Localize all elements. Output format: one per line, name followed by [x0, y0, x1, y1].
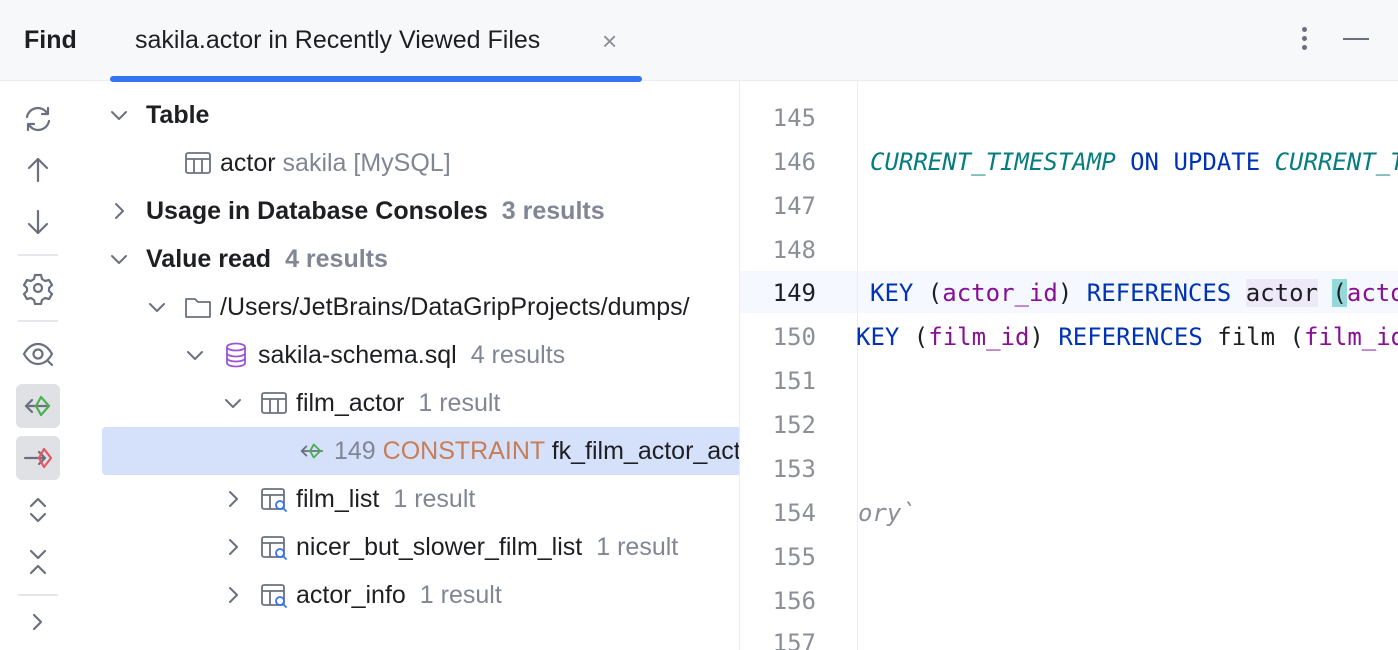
chevron-down-icon[interactable] [218, 379, 248, 427]
find-toolbar [0, 81, 76, 650]
code-line-149: KEY (actor_id) REFERENCES actor (actor_i… [870, 279, 1398, 307]
chevron-down-icon[interactable] [104, 235, 134, 283]
line-number: 150 [772, 323, 816, 351]
tree-node-film-actor[interactable]: film_actor 1 result [76, 379, 739, 427]
minimize-icon[interactable] [1343, 38, 1369, 40]
gutter-separator [857, 81, 858, 650]
database-file-icon [226, 342, 246, 368]
file-name: sakila-schema.sql [258, 341, 457, 369]
more-options-icon[interactable] [1290, 24, 1318, 56]
tree-node-usage-line[interactable]: 149 CONSTRAINT fk_film_actor_actor [102, 427, 739, 475]
line-number: 147 [772, 192, 816, 220]
chevron-right-icon[interactable] [104, 187, 134, 235]
table-name: actor [220, 149, 276, 177]
result-count: 4 results [470, 341, 566, 369]
line-number: 149 [334, 437, 376, 465]
line-number: 153 [772, 455, 816, 483]
tree-node-nicer-film-list[interactable]: nicer_but_slower_film_list 1 result [76, 523, 739, 571]
view-name: film_list [296, 485, 380, 513]
toolbar-separator [18, 594, 58, 596]
tree-node-sql-file[interactable]: sakila-schema.sql 4 results [76, 331, 739, 379]
view-name: nicer_but_slower_film_list [296, 533, 583, 561]
table-detail: sakila [MySQL] [282, 149, 451, 177]
chevron-right-icon[interactable] [16, 600, 60, 644]
refresh-icon[interactable] [16, 97, 60, 141]
gear-icon[interactable] [16, 266, 60, 310]
chevron-right-icon[interactable] [218, 475, 248, 523]
tree-node-actor-info[interactable]: actor_info 1 result [76, 571, 739, 619]
line-number-current: 149 [772, 279, 816, 307]
result-count: 3 results [501, 197, 605, 225]
expand-all-icon[interactable] [16, 488, 60, 532]
result-count: 1 result [419, 581, 502, 609]
chevron-down-icon[interactable] [180, 331, 210, 379]
code-line-154: ory` [858, 499, 916, 527]
results-tree: Table actor sakila [MySQL] Usage in Data… [76, 81, 739, 650]
chevron-down-icon[interactable] [142, 283, 172, 331]
folder-path: /Users/JetBrains/DataGripProjects/dumps/ [220, 293, 690, 321]
toolbar-separator [18, 254, 58, 256]
table-icon [261, 392, 287, 414]
tab-search-results[interactable]: sakila.actor in Recently Viewed Files × [110, 0, 642, 82]
tree-node-label: Table [146, 101, 210, 129]
tab-label: sakila.actor in Recently Viewed Files [135, 26, 541, 54]
toolbar-separator [18, 320, 58, 322]
view-icon [261, 488, 287, 512]
view-name: actor_info [296, 581, 406, 609]
group-label: Usage in Database Consoles [146, 197, 488, 225]
chevron-down-icon[interactable] [104, 91, 134, 139]
tree-node-value-read[interactable]: Value read 4 results [76, 235, 739, 283]
line-number: 152 [772, 411, 816, 439]
folder-icon [185, 298, 211, 318]
tree-node-table-group[interactable]: Table [76, 91, 739, 139]
arrow-down-icon[interactable] [16, 200, 60, 244]
chevron-right-icon[interactable] [218, 571, 248, 619]
tree-node-actor-table[interactable]: actor sakila [MySQL] [76, 139, 739, 187]
view-icon [261, 584, 287, 608]
line-number: 157 [772, 629, 816, 650]
write-access-icon[interactable] [16, 436, 60, 480]
paren-match-highlight: ( [1332, 279, 1347, 307]
tree-node-film-list[interactable]: film_list 1 result [76, 475, 739, 523]
collapse-all-icon[interactable] [16, 540, 60, 584]
close-icon[interactable]: × [602, 26, 618, 56]
usage-text: fk_film_actor_actor [551, 437, 739, 465]
arrow-up-icon[interactable] [16, 148, 60, 192]
active-tab-indicator [110, 76, 642, 82]
table-name: film_actor [296, 389, 405, 417]
code-line-150: KEY (film_id) REFERENCES film (film_id [856, 323, 1398, 351]
usage-keyword: CONSTRAINT [382, 437, 545, 465]
result-count: 1 result [596, 533, 679, 561]
read-access-icon[interactable] [16, 384, 60, 428]
line-number: 148 [772, 236, 816, 264]
line-number: 154 [772, 499, 816, 527]
find-tool-window-header: Find sakila.actor in Recently Viewed Fil… [0, 0, 1398, 82]
eye-icon[interactable] [16, 332, 60, 376]
line-number: 145 [772, 104, 816, 132]
code-line-146: CURRENT_TIMESTAMP ON UPDATE CURRENT_TIME… [870, 148, 1398, 176]
usage-highlight: actor [1245, 279, 1318, 307]
view-icon [261, 536, 287, 560]
read-access-icon [300, 443, 324, 459]
chevron-right-icon[interactable] [218, 523, 248, 571]
line-number: 146 [772, 148, 816, 176]
tool-window-title: Find [24, 26, 77, 54]
tree-node-folder[interactable]: /Users/JetBrains/DataGripProjects/dumps/ [76, 283, 739, 331]
table-icon [185, 152, 211, 174]
group-label: Value read [146, 245, 272, 273]
line-number: 151 [772, 367, 816, 395]
line-number: 155 [772, 543, 816, 571]
line-number: 156 [772, 587, 816, 615]
result-count: 4 results [285, 245, 388, 273]
tree-node-usage-consoles[interactable]: Usage in Database Consoles 3 results [76, 187, 739, 235]
result-count: 1 result [393, 485, 476, 513]
code-preview[interactable]: 145 146 147 148 149 150 151 152 153 154 … [739, 81, 1398, 650]
result-count: 1 result [418, 389, 501, 417]
